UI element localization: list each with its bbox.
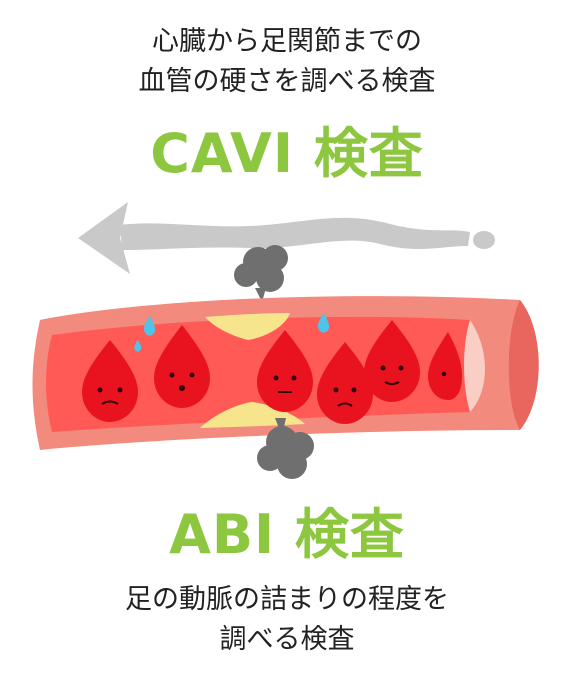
left-arrow-icon [78,202,495,274]
bottom-caption: 足の動脈の詰まりの程度を 調べる検査 [0,580,574,660]
top-caption: 心臓から足関節までの 血管の硬さを調べる検査 [0,22,574,102]
artery-illustration [32,202,539,479]
cavi-title: CAVI 検査 [150,122,424,185]
abi-title: ABI 検査 [169,503,405,566]
bottom-caption-line2: 調べる検査 [219,624,355,655]
top-caption-line1: 心臓から足関節までの [152,26,422,57]
bottom-caption-line1: 足の動脈の詰まりの程度を [125,584,449,615]
blood-drop-face-icon [82,320,462,424]
smoke-cloud-icon-bottom [257,418,314,479]
top-caption-line2: 血管の硬さを調べる検査 [138,66,436,97]
smoke-cloud-icon [234,245,288,302]
sweat-drop-icon [134,313,330,352]
